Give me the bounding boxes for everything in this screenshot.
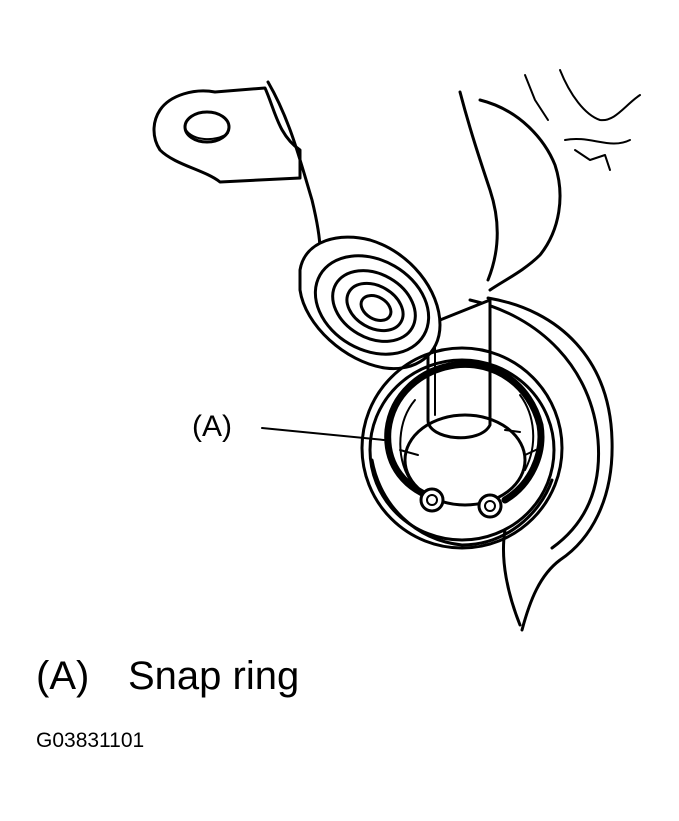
legend-key: (A)	[36, 654, 90, 698]
callout-label-a: (A)	[192, 410, 232, 443]
figure-code: G03831101	[36, 729, 145, 752]
snap-ring-diagram: (A)	[152, 69, 641, 632]
hub-bore	[360, 346, 564, 550]
legend: (A) Snap ring	[36, 652, 299, 700]
ball-joint	[298, 235, 442, 371]
lever-arm	[152, 69, 641, 292]
legend-text: Snap ring	[128, 654, 300, 698]
callout-a: (A)	[192, 410, 385, 443]
callout-leader-line	[261, 427, 385, 441]
snap-ring	[384, 360, 545, 519]
